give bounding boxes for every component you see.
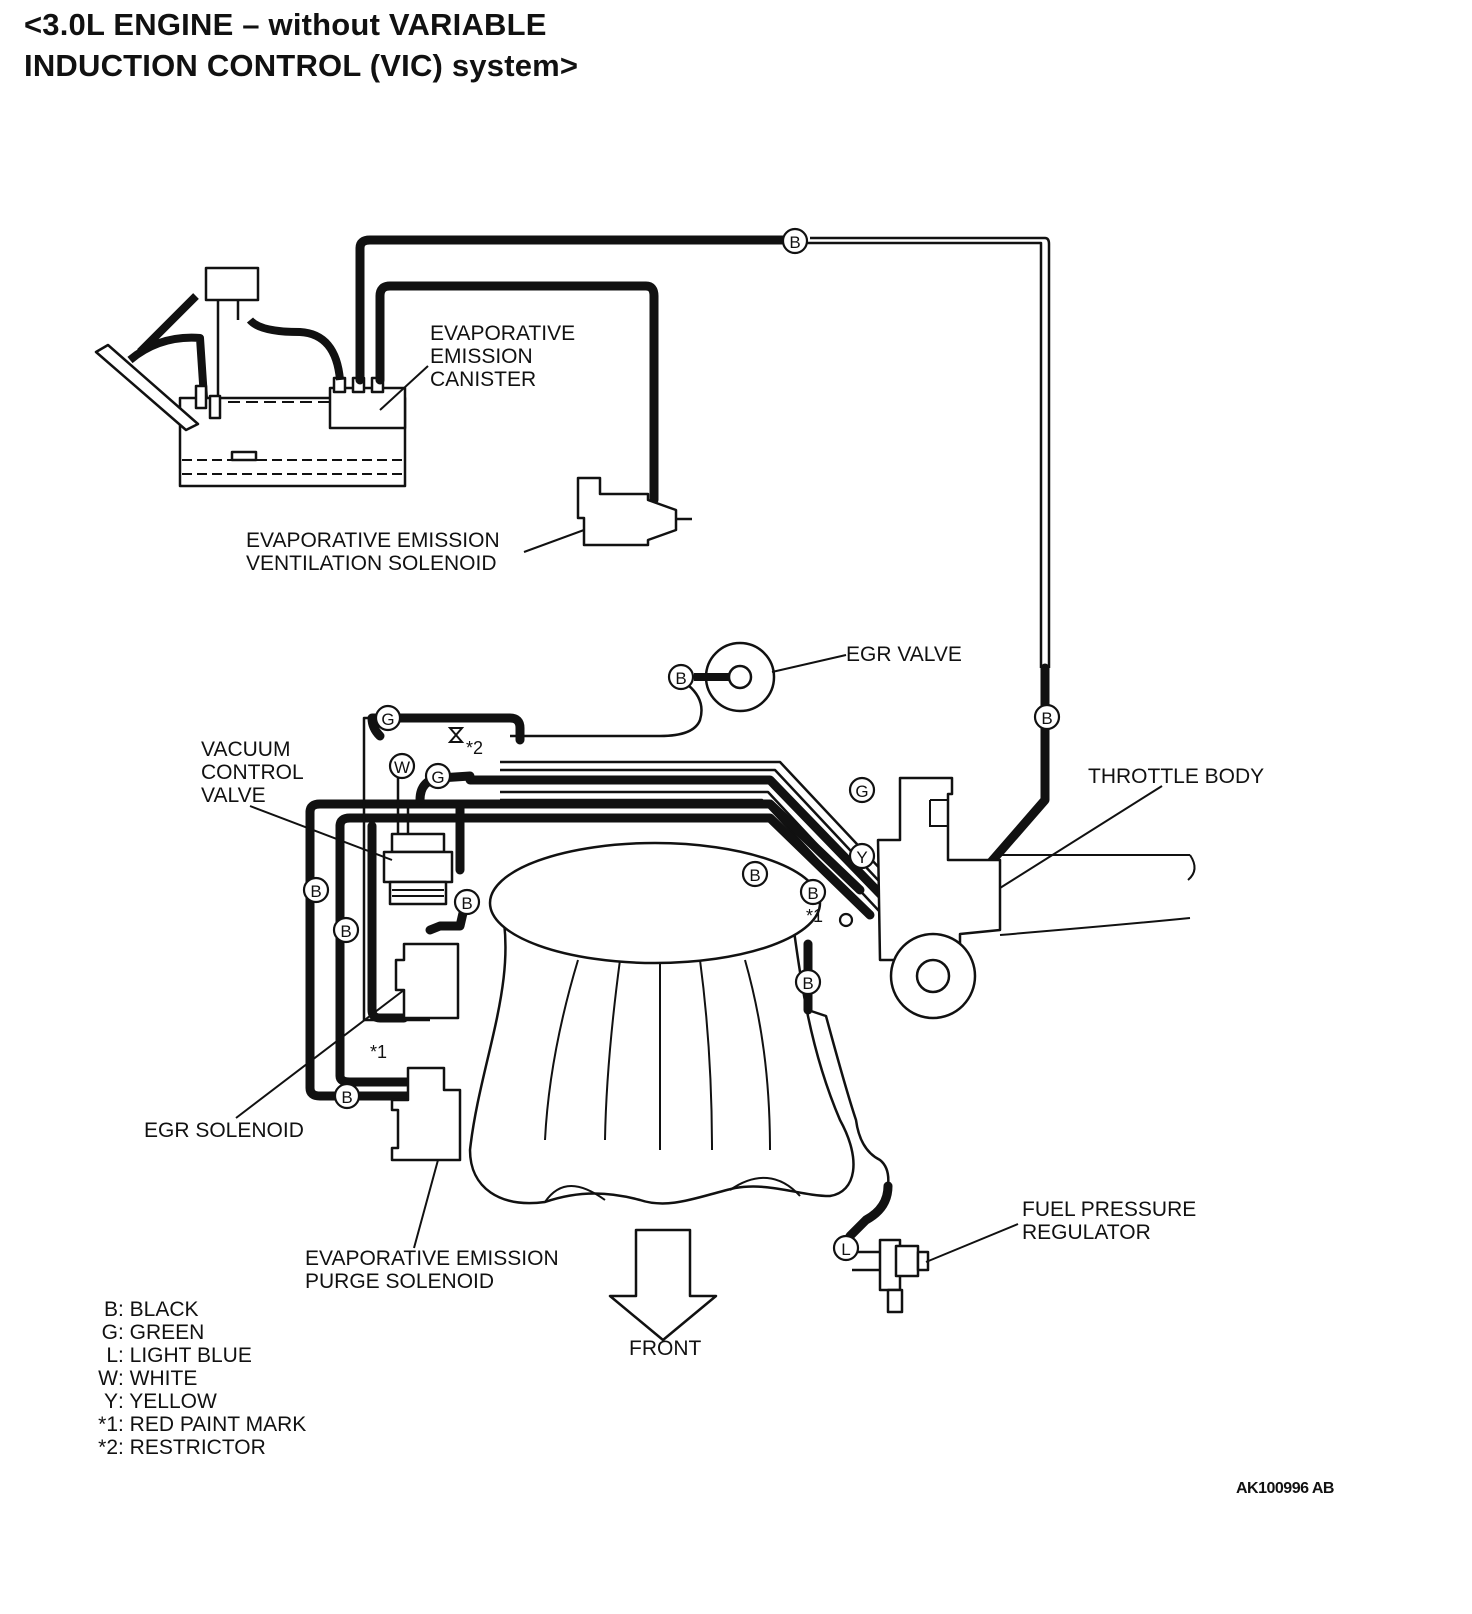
- hose-tag-b-right: B: [1033, 703, 1061, 731]
- front-arrow: [608, 1228, 718, 1342]
- svg-text:B: B: [1041, 709, 1052, 728]
- label-throttle-body: THROTTLE BODY: [1088, 765, 1264, 788]
- fuel-pressure-regulator: [852, 1238, 930, 1314]
- hose-tag-b-purge: B: [333, 1082, 361, 1110]
- label-egr-valve: EGR VALVE: [846, 643, 962, 666]
- legend-row: B: BLACK: [103, 1298, 199, 1321]
- legend-row: W: WHITE: [98, 1367, 198, 1390]
- svg-text:L: L: [841, 1240, 850, 1259]
- svg-text:B: B: [461, 894, 472, 913]
- restrictor-mark: *2: [466, 738, 483, 758]
- hose-tag-b-regulator: B: [794, 968, 822, 996]
- hose-tag-g-mid: G: [424, 762, 452, 790]
- red-paint-mark-purge: *1: [370, 1042, 387, 1062]
- hose-tag-b-left-inner: B: [332, 916, 360, 944]
- svg-text:B: B: [789, 233, 800, 252]
- legend-row: Y: YELLOW: [103, 1390, 217, 1413]
- svg-text:B: B: [310, 882, 321, 901]
- svg-text:W: W: [394, 758, 410, 777]
- intake-manifold: [468, 841, 855, 1205]
- egr-valve: [694, 641, 776, 713]
- legend-row: *2: RESTRICTOR: [98, 1436, 266, 1459]
- svg-text:B: B: [340, 922, 351, 941]
- label-vacuum-control-valve-1: VACUUM: [201, 738, 290, 761]
- hose-tag-y: Y: [848, 842, 876, 870]
- svg-text:G: G: [855, 782, 868, 801]
- hose-tag-b-left-outer: B: [302, 876, 330, 904]
- legend-row: L: LIGHT BLUE: [106, 1344, 252, 1367]
- hose-tag-b-throttle-lower: B: [799, 878, 827, 906]
- label-purge-solenoid-2: PURGE SOLENOID: [305, 1270, 494, 1293]
- hose-tag-g-upper: G: [374, 704, 402, 732]
- evaporative-emission-purge-solenoid: [390, 1066, 462, 1162]
- svg-text:G: G: [381, 710, 394, 729]
- label-purge-solenoid-1: EVAPORATIVE EMISSION: [305, 1247, 559, 1270]
- hose-tag-b-egr-valve: B: [667, 663, 695, 691]
- hose-tag-g-throttle: G: [848, 776, 876, 804]
- hose-tag-b-top: B: [781, 227, 809, 255]
- svg-text:G: G: [431, 768, 444, 787]
- vacuum-control-valve: [382, 832, 454, 906]
- svg-text:B: B: [749, 866, 760, 885]
- svg-text:Y: Y: [856, 848, 867, 867]
- red-paint-mark-throttle: *1: [806, 906, 823, 926]
- restrictor-symbol: [447, 727, 465, 743]
- legend-row: *1: RED PAINT MARK: [98, 1413, 307, 1436]
- diagram-title: <3.0L ENGINE – without VARIABLE INDUCTIO…: [24, 4, 578, 86]
- label-canister-2: EMISSION: [430, 345, 533, 368]
- label-vacuum-control-valve-2: CONTROL: [201, 761, 304, 784]
- title-line-1: <3.0L ENGINE – without VARIABLE: [24, 7, 547, 42]
- label-front: FRONT: [629, 1337, 701, 1360]
- label-fuel-pressure-regulator-2: REGULATOR: [1022, 1221, 1151, 1244]
- throttle-body: [876, 776, 1196, 1020]
- label-fuel-pressure-regulator-1: FUEL PRESSURE: [1022, 1198, 1196, 1221]
- title-line-2: INDUCTION CONTROL (VIC) system>: [24, 48, 579, 83]
- hose-tag-l: L: [832, 1234, 860, 1262]
- label-ventilation-solenoid-2: VENTILATION SOLENOID: [246, 552, 497, 575]
- color-legend: B: BLACK G: GREEN L: LIGHT BLUE W: WHITE…: [84, 1298, 306, 1459]
- label-canister-3: CANISTER: [430, 368, 536, 391]
- label-egr-solenoid: EGR SOLENOID: [144, 1119, 304, 1142]
- hose-tag-w: W: [388, 752, 416, 780]
- evaporative-emission-canister: [94, 266, 407, 488]
- figure-id: AK100996 AB: [1236, 1480, 1334, 1497]
- hose-tag-b-throttle-left: B: [741, 860, 769, 888]
- svg-text:B: B: [675, 669, 686, 688]
- svg-text:B: B: [802, 974, 813, 993]
- hose-tag-b-vcv: B: [453, 888, 481, 916]
- label-ventilation-solenoid-1: EVAPORATIVE EMISSION: [246, 529, 500, 552]
- label-canister-1: EVAPORATIVE: [430, 322, 575, 345]
- legend-row: G: GREEN: [101, 1321, 205, 1344]
- egr-solenoid: [394, 942, 460, 1020]
- evaporative-emission-ventilation-solenoid: [576, 476, 692, 547]
- svg-text:B: B: [341, 1088, 352, 1107]
- label-vacuum-control-valve-3: VALVE: [201, 784, 266, 807]
- svg-text:B: B: [807, 884, 818, 903]
